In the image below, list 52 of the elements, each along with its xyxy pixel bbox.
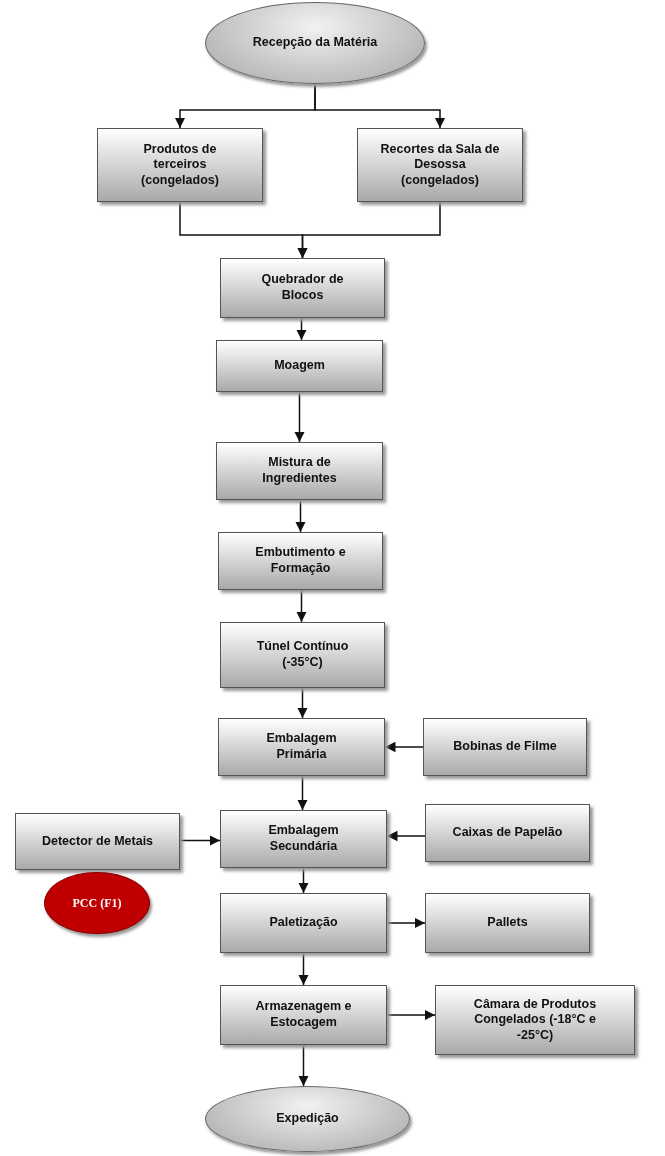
process-box — [423, 718, 587, 776]
node-label: Recortes da Sala de Desossa (congelados) — [379, 141, 501, 189]
arrow — [314, 83, 446, 129]
node-label: Recepção da Matéria — [251, 35, 379, 51]
node-label: Embutimento e Formação — [254, 545, 347, 577]
process-box — [15, 813, 180, 870]
process-box — [216, 442, 383, 500]
process-box — [216, 340, 383, 392]
process-box — [218, 718, 385, 776]
node-label: Mistura de Ingredientes — [261, 455, 338, 487]
process-box — [220, 622, 385, 688]
arrow — [296, 589, 307, 623]
node-label: Detector de Metais — [40, 833, 155, 850]
arrow — [295, 499, 306, 533]
arrow — [298, 952, 309, 986]
node-label: Pallets — [486, 915, 529, 931]
arrow — [294, 391, 305, 443]
process-box — [220, 810, 387, 868]
arrow — [297, 775, 308, 811]
node-label: Produtos de terceiros (congelados) — [140, 141, 220, 189]
arrow — [384, 741, 424, 753]
arrow — [386, 830, 426, 842]
process-box — [220, 258, 385, 318]
node-label: Quebrador de Blocos — [260, 272, 345, 304]
process-box — [425, 893, 590, 953]
arrow — [297, 687, 308, 719]
process-box — [97, 128, 263, 202]
process-box — [220, 893, 387, 953]
node-label: PCC (F1) — [71, 895, 123, 911]
process-box — [218, 532, 383, 590]
node-label: Embalagem Secundária — [267, 823, 340, 855]
process-box — [425, 804, 590, 862]
control-point-ellipse — [44, 872, 150, 934]
process-box — [357, 128, 523, 202]
node-label: Túnel Contínuo (-35°C) — [255, 639, 350, 671]
arrow — [298, 867, 309, 894]
arrow — [179, 835, 221, 846]
node-label: Paletização — [268, 915, 339, 931]
arrow — [386, 917, 426, 929]
arrow — [296, 317, 307, 341]
node-label: Moagem — [273, 358, 326, 374]
arrow — [386, 1009, 436, 1021]
process-box — [435, 985, 635, 1055]
node-label: Armazenagem e Estocagem — [254, 999, 353, 1031]
arrow — [297, 201, 441, 259]
node-label: Bobinas de Filme — [452, 739, 558, 755]
node-label: Expedição — [275, 1111, 340, 1127]
node-label: Caixas de Papelão — [451, 825, 564, 841]
arrow — [298, 1044, 309, 1087]
node-label: Embalagem Primária — [265, 731, 338, 763]
node-label: Câmara de Produtos Congelados (-18°C e -25°C) — [472, 996, 598, 1044]
process-box — [220, 985, 387, 1045]
